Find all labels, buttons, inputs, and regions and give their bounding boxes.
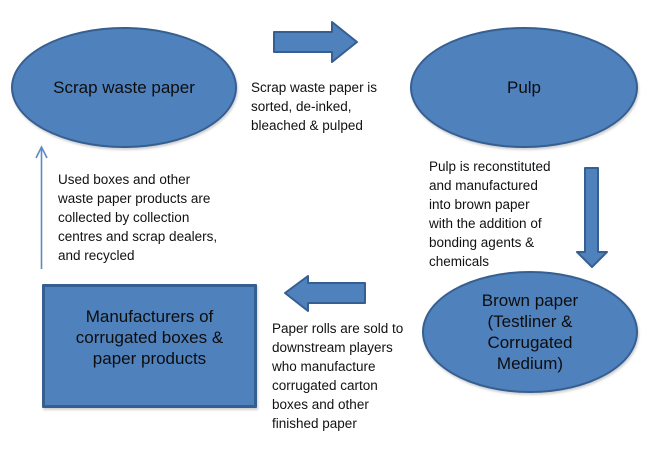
- node-scrap-waste-paper-label: Scrap waste paper: [53, 78, 195, 97]
- node-pulp-label: Pulp: [506, 78, 542, 97]
- node-pulp: Pulp: [410, 27, 638, 148]
- annotation-reconstitution-process: Pulp is reconstituted and manufactured i…: [429, 159, 551, 269]
- node-manufacturers: Manufacturers of corrugated boxes & pape…: [42, 284, 257, 408]
- arrow-brown-paper-to-manufacturers-icon: [284, 275, 366, 312]
- annotation-selling-process: Paper rolls are sold to downstream playe…: [272, 321, 404, 431]
- node-brown-paper: Brown paper (Testliner & Corrugated Medi…: [422, 271, 638, 393]
- annotation-sorting-process: Scrap waste paper is sorted, de-inked, b…: [251, 80, 378, 133]
- node-manufacturers-label: Manufacturers of corrugated boxes & pape…: [75, 306, 224, 368]
- arrow-pulp-to-brown-paper-icon: [576, 167, 608, 268]
- arrow-manufacturers-to-scrap-icon: [35, 145, 48, 269]
- node-brown-paper-label: Brown paper (Testliner & Corrugated Medi…: [481, 291, 579, 373]
- node-scrap-waste-paper: Scrap waste paper: [11, 27, 237, 148]
- arrow-scrap-to-pulp-icon: [273, 21, 358, 63]
- annotation-recycling-process: Used boxes and other waste paper product…: [58, 172, 218, 263]
